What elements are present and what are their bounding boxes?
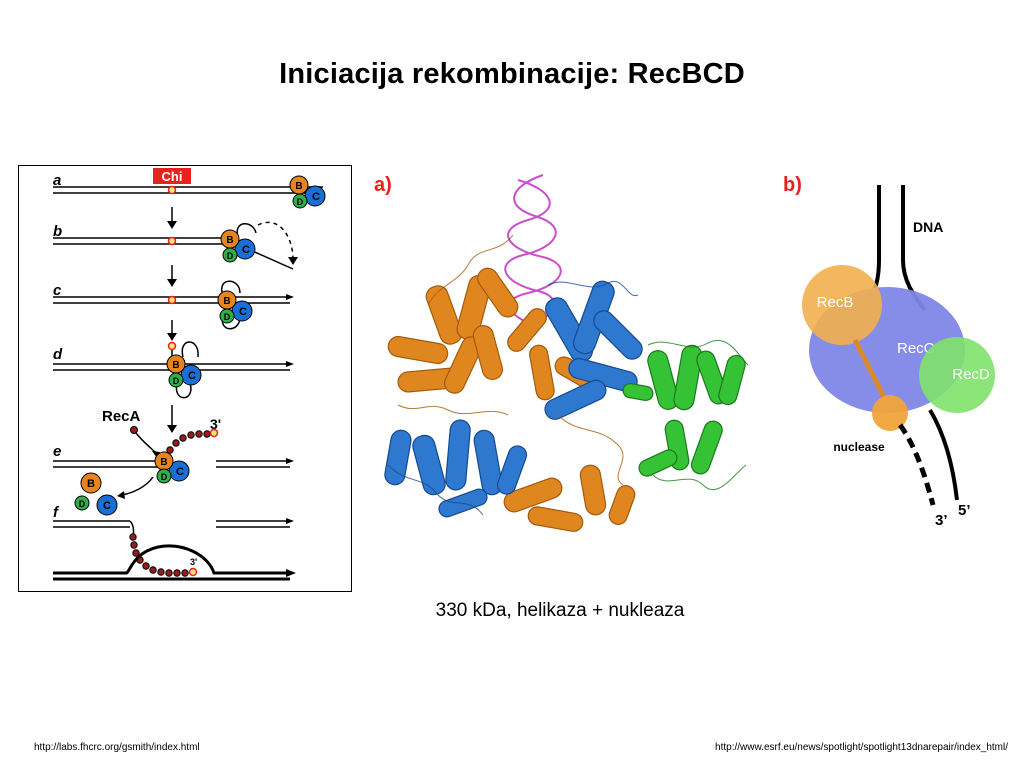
chi-label: Chi — [162, 169, 183, 184]
recc-domain — [384, 280, 643, 518]
nuclease-label: nuclease — [833, 440, 885, 454]
recbcd-complex-c: B C D — [217, 290, 253, 324]
nuclease-shape — [872, 395, 908, 431]
svg-text:C: C — [176, 466, 184, 478]
svg-text:B: B — [160, 457, 167, 468]
recb-shape — [802, 265, 882, 345]
step-label-c: c — [53, 282, 62, 299]
recd-label: RecD — [952, 366, 990, 383]
panel-label-a: a) — [374, 174, 392, 196]
svg-text:D: D — [79, 499, 86, 509]
slide-title: Iniciacija rekombinacije: RecBCD — [279, 58, 745, 90]
svg-text:B: B — [87, 478, 95, 490]
svg-text:D: D — [297, 197, 304, 207]
recb-label: RecB — [817, 294, 854, 311]
step-label-e: e — [53, 443, 61, 460]
svg-text:C: C — [312, 191, 320, 203]
recbcd-steps-figure: a Chi B C D b B C D c B C D — [18, 165, 352, 592]
source-link-right[interactable]: http://www.esrf.eu/news/spotlight/spotli… — [715, 742, 1008, 753]
svg-text:C: C — [188, 370, 196, 382]
step-label-b: b — [53, 223, 62, 240]
recbcd-complex-d: B C D — [166, 354, 202, 388]
recbcd-schematic-figure: b) DNA RecC RecB RecD nuclease 3’ 5’ — [783, 174, 995, 529]
svg-text:B: B — [295, 181, 302, 192]
svg-text:B: B — [172, 360, 179, 371]
recd-domain — [622, 344, 746, 477]
recb-domain — [387, 267, 636, 532]
svg-text:C: C — [239, 306, 247, 318]
svg-text:D: D — [224, 312, 231, 322]
recbcd-complex-e: B C D — [154, 451, 190, 484]
reca-coated-ssdna-e — [166, 428, 219, 454]
svg-text:C: C — [103, 500, 111, 512]
f-3prime-label: 3' — [190, 557, 197, 567]
step-label-d: d — [53, 346, 63, 363]
three-prime-label: 3’ — [935, 512, 948, 529]
svg-text:D: D — [161, 472, 168, 482]
recbcd-structure-figure: a) — [374, 174, 749, 532]
reca-label: RecA — [102, 408, 141, 425]
released-subunits: B D C — [74, 472, 118, 516]
step-label-a: a — [53, 172, 61, 189]
panel-label-b: b) — [783, 174, 802, 196]
svg-text:B: B — [223, 296, 230, 307]
svg-text:C: C — [242, 244, 250, 256]
source-link-left[interactable]: http://labs.fhcrc.org/gsmith/index.html — [34, 742, 200, 753]
five-prime-label: 5’ — [958, 502, 971, 519]
recc-label: RecC — [897, 340, 935, 357]
chi-site — [167, 185, 177, 195]
svg-text:D: D — [227, 251, 234, 261]
e-3prime-label: 3' — [210, 416, 221, 432]
recbcd-complex-a: B C D — [289, 175, 326, 209]
figure-caption: 330 kDa, helikaza + nukleaza — [435, 600, 685, 621]
dna-label: DNA — [913, 219, 943, 235]
chi-box — [153, 168, 191, 184]
step-label-f: f — [53, 504, 60, 521]
recbcd-complex-b: B C D — [220, 229, 256, 263]
recd-shape — [919, 337, 995, 413]
svg-text:B: B — [226, 235, 233, 246]
svg-text:D: D — [173, 376, 180, 386]
